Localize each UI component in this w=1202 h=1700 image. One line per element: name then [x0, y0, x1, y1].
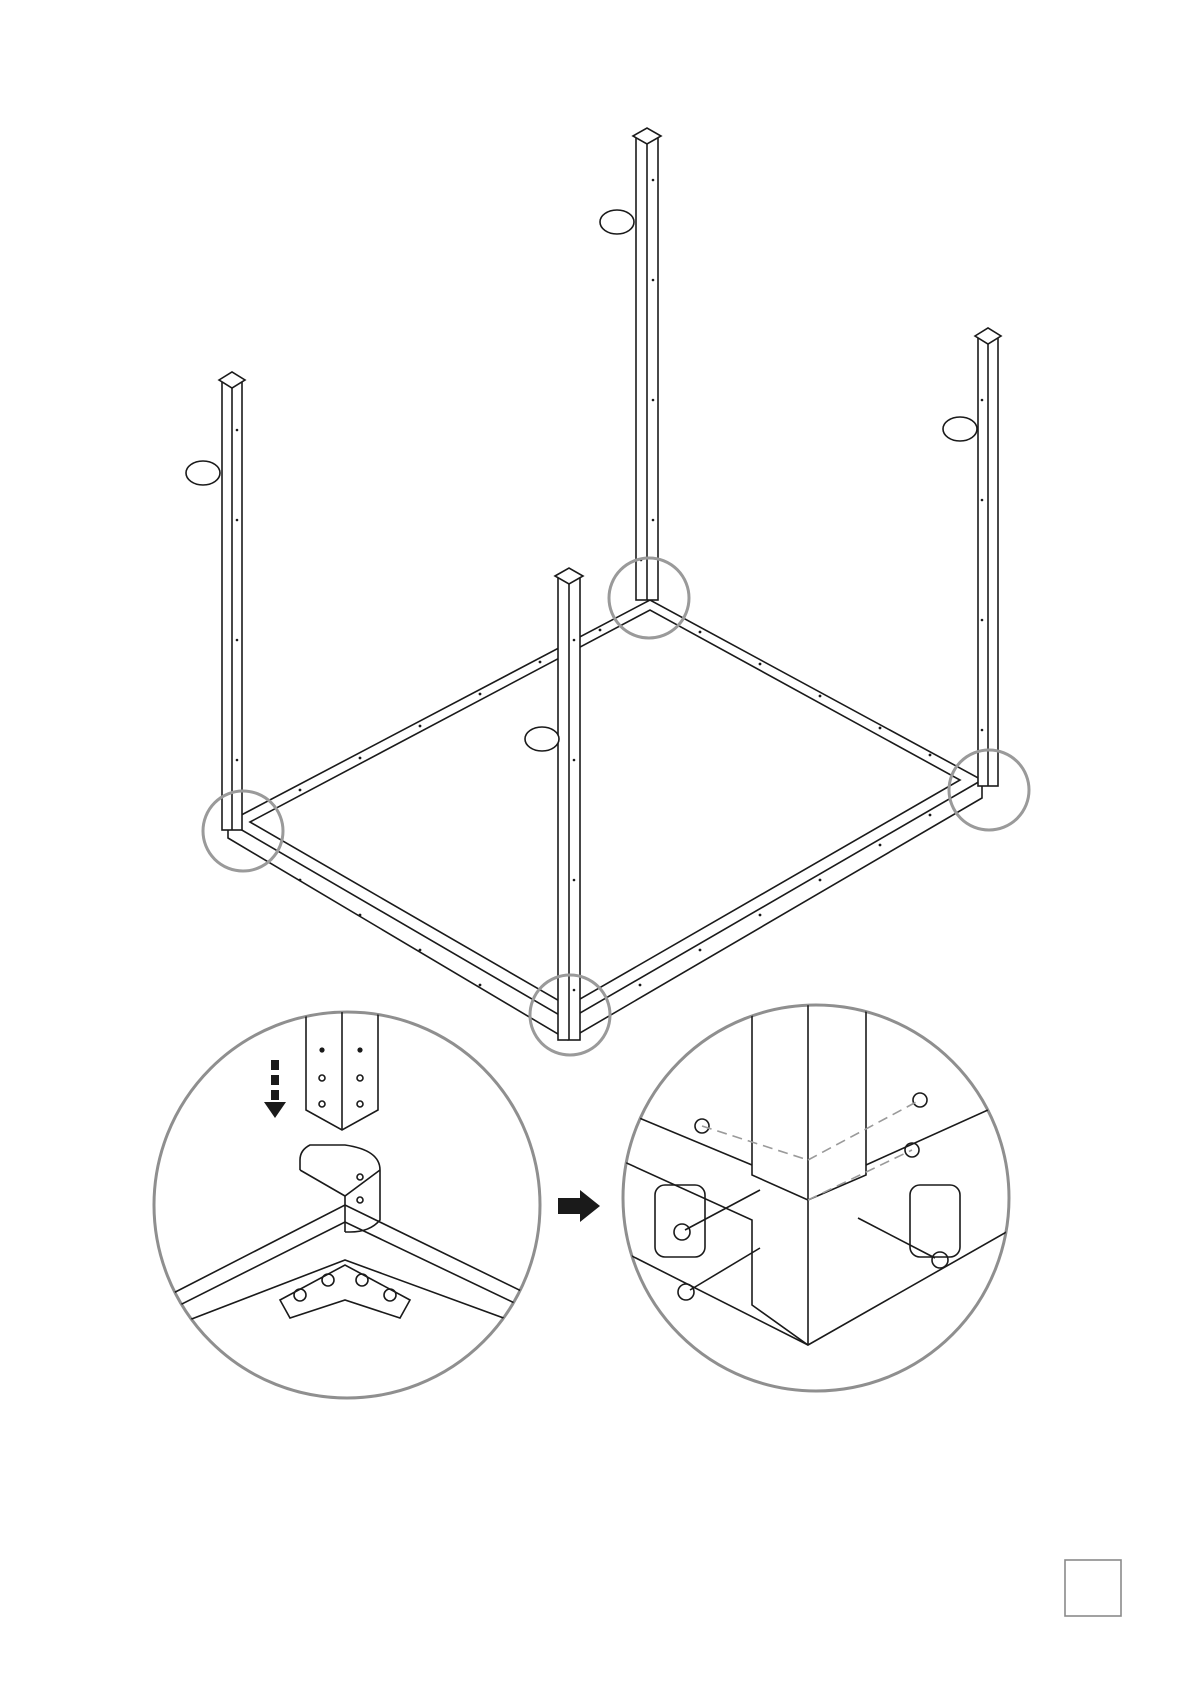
post-callout-left [186, 461, 220, 485]
post-back [633, 128, 661, 600]
post-right [975, 328, 1001, 786]
post-callout-back [600, 210, 634, 234]
post-left [219, 372, 245, 830]
detail-bolted-post [620, 1005, 1010, 1391]
base-frame [228, 600, 982, 1040]
post-callout-front [525, 727, 559, 751]
right-arrow-icon [558, 1190, 600, 1222]
post-front [555, 568, 583, 1040]
post-callout-right [943, 417, 977, 441]
page-number-box [1065, 1560, 1121, 1616]
detail-insert-post [150, 1010, 550, 1398]
